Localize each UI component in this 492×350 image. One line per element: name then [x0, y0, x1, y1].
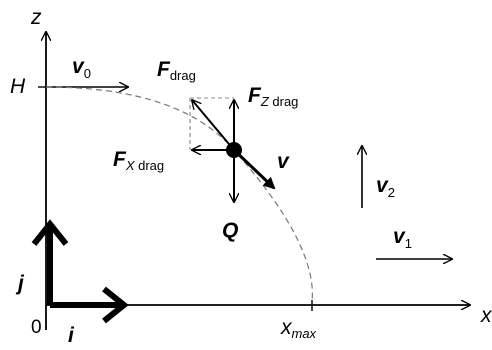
- v2-label: v2: [376, 174, 395, 200]
- z-axis-label: z: [30, 6, 42, 29]
- fz-drag-label: FZ drag: [248, 84, 298, 109]
- velocity-arrow: [232, 148, 276, 190]
- trajectory-curve: [45, 86, 313, 303]
- unit-j-label: j: [15, 272, 25, 295]
- unit-vector-j-head: [31, 219, 69, 246]
- v0-label: v0: [72, 55, 91, 81]
- x-axis-label: x: [480, 304, 492, 327]
- height-label: H: [10, 75, 26, 98]
- unit-vector-i-head: [102, 286, 129, 324]
- origin-label: 0: [31, 317, 42, 338]
- f-drag-arrow: [192, 100, 235, 151]
- particle: [226, 142, 242, 158]
- velocity-label: v: [277, 150, 290, 173]
- xmax-label: xmax: [280, 316, 317, 341]
- v1-label: v1: [393, 225, 412, 251]
- gravity-label: Q: [222, 219, 238, 242]
- f-drag-label: Fdrag: [157, 58, 196, 83]
- unit-i-label: i: [68, 324, 75, 345]
- fx-drag-label: FX drag: [113, 148, 164, 173]
